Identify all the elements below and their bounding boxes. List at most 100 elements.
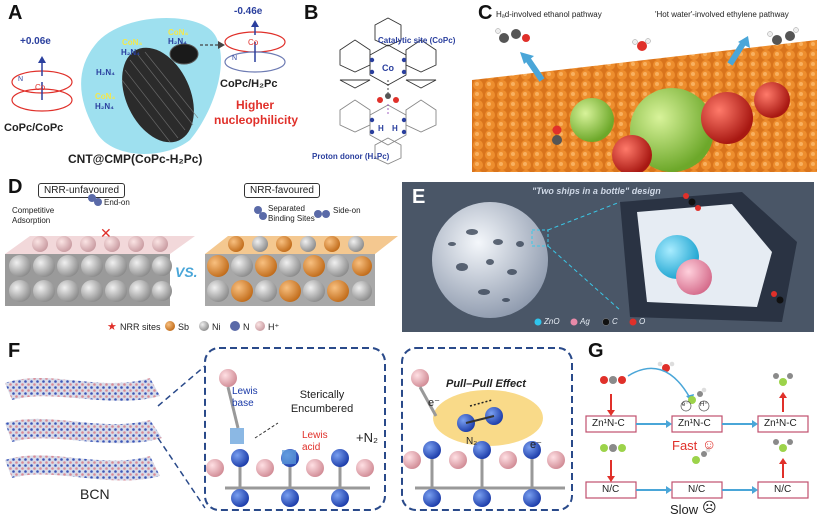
legend-c-dot	[602, 318, 610, 326]
g-bot-box-2-label: N/C	[688, 484, 706, 495]
right-charge-text: -0.46e	[234, 6, 263, 17]
g-co2-top	[600, 376, 626, 384]
left-ring-co-label: Co	[35, 83, 46, 92]
panel-label-g: G	[588, 340, 604, 362]
nrr-favoured-title: NRR-favoured	[244, 183, 320, 198]
panel-label-d: D	[8, 176, 23, 198]
co2-oxygen-1	[377, 97, 383, 103]
g-slow-frown-icon: ☹	[702, 499, 717, 515]
g-fast-smiley-icon: ☺	[702, 436, 717, 452]
left-charge-text: +0.06e	[20, 36, 51, 47]
ethanol-pathway-label: Hₐd-involved ethanol pathway	[496, 10, 602, 19]
copper-surface-scene	[472, 27, 817, 172]
middle-lattice	[206, 369, 374, 507]
legend-zno-dot	[534, 318, 542, 326]
tube-label-1: CoN₄	[122, 38, 143, 47]
panel-c: C	[472, 0, 817, 172]
panel-g: G Zn¹N-C Zn¹N-C Zn¹N-C N/C N/C N	[580, 338, 817, 516]
bcn-sheet-2	[5, 418, 162, 444]
nrr-unfavoured-title: NRR-unfavoured	[38, 183, 126, 198]
co2-carbon	[385, 93, 391, 99]
panel-e: E "Two ships in a bottle" design	[402, 182, 814, 332]
ag-particle	[676, 259, 712, 295]
legend-h: H⁺	[268, 322, 280, 332]
panel-d: D NRR-unfavoured NRR-favoured ✕	[0, 176, 398, 338]
ethanol-arrow	[524, 56, 545, 82]
nanotube-mouth	[169, 43, 199, 65]
zn-nc-scheme	[585, 361, 809, 499]
vs-text: VS.	[175, 264, 198, 280]
plus-n2-label: +N₂	[356, 430, 379, 445]
lewis-acid-label: Lewis acid	[302, 430, 328, 453]
bcn-sheet-3	[5, 455, 160, 481]
g-bot-box-1-label: N/C	[602, 484, 620, 495]
green-sphere-2	[570, 98, 614, 142]
h-label-2: H	[392, 124, 398, 133]
g-top-box-3-label: Zn¹N-C	[764, 418, 797, 429]
co2-oxygen-2	[393, 97, 399, 103]
zoom-box	[531, 229, 549, 247]
g-fast-label: Fast	[672, 438, 698, 453]
separated-site-n2	[254, 206, 267, 220]
co2-molecule-e1	[683, 193, 701, 211]
g-bot-box-3-label: N/C	[774, 484, 792, 495]
electron-label-2: e⁻	[530, 439, 542, 451]
legend-ni: Ni	[212, 322, 221, 332]
electron-label-1: e⁻	[428, 397, 440, 409]
panel-f: F	[0, 338, 578, 516]
legend-sb: Sb	[178, 322, 190, 332]
legend-o: O	[639, 317, 646, 326]
water-molecule	[632, 38, 651, 51]
panel-label-c: C	[478, 2, 493, 24]
panel-label-b: B	[304, 2, 319, 24]
end-on-n2	[88, 194, 102, 206]
two-ships-scene	[432, 192, 797, 326]
red-sphere-1	[701, 92, 753, 144]
side-on-label: Side-on	[333, 206, 361, 215]
co-metal-label: Co	[382, 63, 394, 73]
panel-label-a: A	[8, 2, 23, 24]
g-cooh-bot	[692, 447, 711, 464]
ethylene-molecule	[767, 27, 799, 45]
red-sphere-2	[612, 135, 652, 172]
panel-b: B Catalytic site (CoPc)	[300, 0, 472, 172]
left-caption: CoPc/CoPc	[4, 122, 64, 134]
n2-molecule-label: N₂	[466, 436, 478, 447]
legend-ni-dot	[199, 321, 209, 331]
tube-label-4: H₂N₄	[168, 37, 187, 46]
arrow-to-right	[200, 41, 225, 49]
g-cooh-top	[688, 387, 707, 404]
catalytic-site-label: Catalytic site (CoPc)	[378, 36, 456, 45]
right-ring-co-label: Co	[248, 38, 259, 47]
tube-label-7: H₂N₄	[95, 102, 114, 111]
panel-a: A	[0, 0, 300, 172]
tube-label-6: CoN₄	[95, 92, 116, 101]
g-electron-circle	[680, 400, 692, 412]
right-lattice	[403, 369, 565, 507]
side-on-n2	[314, 210, 330, 218]
g-co2-bot	[600, 444, 626, 452]
g-top-box-1-label: Zn¹N-C	[592, 418, 625, 429]
g-co-bot	[773, 439, 793, 452]
left-slab-atoms	[9, 236, 172, 302]
bcn-scene	[5, 347, 573, 511]
ethanol-molecule	[495, 28, 530, 43]
sterically-encumbered-label: Sterically Encumbered	[290, 389, 354, 415]
adsorbed-co	[552, 125, 562, 145]
phthalocyanine-structure	[339, 17, 437, 165]
separated-sites-label: Separated Binding Sites	[268, 204, 315, 223]
legend-nrr-sites: NRR sites	[120, 322, 161, 332]
legend-ag-dot	[570, 318, 578, 326]
nucleophilicity-highlight: Higher nucleophilicity	[214, 98, 299, 127]
competitive-adsorption-label: Competitive Adsorption	[12, 206, 55, 225]
red-sphere-3	[754, 82, 790, 118]
bcn-sheet-1	[5, 378, 160, 401]
right-ring-n-label: N	[232, 55, 238, 62]
pull-pull-effect-label: Pull–Pull Effect	[446, 378, 526, 390]
left-charge-arrow	[38, 56, 46, 76]
legend-sb-dot	[165, 321, 175, 331]
left-ring-n-label: N	[18, 76, 24, 83]
nrr-site-star-left: ✕	[100, 225, 112, 241]
tube-label-3: CoN₄	[168, 28, 189, 37]
g-co-top	[773, 373, 793, 386]
